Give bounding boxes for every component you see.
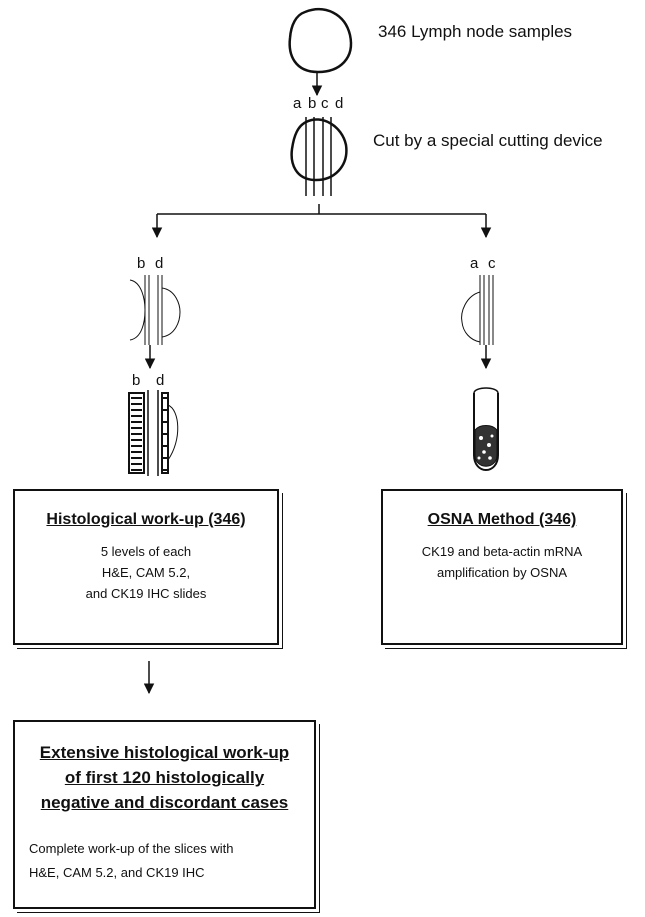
right-slices [461, 275, 494, 345]
extensive-box: Extensive histological work-up of first … [13, 720, 316, 909]
cut-letter-d: d [335, 95, 344, 112]
lymph-node-shape [288, 8, 353, 74]
histology-box-title: Histological work-up (346) [46, 511, 246, 528]
samples-label: 346 Lymph node samples [378, 22, 573, 41]
osna-line-2: amplification by OSNA [436, 565, 568, 580]
test-tube-icon [473, 387, 499, 471]
cut-node-shape [290, 118, 348, 182]
extensive-body-line-2: H&E, CAM 5.2, and CK19 IHC [29, 865, 205, 880]
right-branch-letter-c: c [488, 255, 496, 272]
histology-line-3: and CK19 IHC slides [85, 586, 207, 601]
left-branch-letter-b: b [137, 255, 146, 272]
slides-letter-b: b [132, 372, 141, 389]
left-slices [129, 275, 181, 345]
extensive-body-line-1: Complete work-up of the slices with [29, 841, 234, 856]
slides-letter-d: d [156, 372, 165, 389]
right-branch-letter-a: a [470, 255, 479, 272]
extensive-title-line-3: negative and discordant cases [40, 793, 289, 812]
cut-letter-c: c [321, 95, 329, 112]
histology-box: Histological work-up (346) 5 levels of e… [13, 489, 279, 645]
cut-letter-b: b [308, 95, 317, 112]
osna-line-1: CK19 and beta-actin mRNA [421, 544, 583, 559]
left-branch-letter-d: d [155, 255, 164, 272]
extensive-title-line-1: Extensive histological work-up [39, 743, 290, 762]
histology-line-2: H&E, CAM 5.2, [101, 565, 191, 580]
histology-line-1: 5 levels of each [100, 544, 192, 559]
left-slide-stack [128, 390, 179, 476]
cut-letter-a: a [293, 95, 302, 112]
osna-box-title: OSNA Method (346) [427, 511, 577, 528]
cut-label: Cut by a special cutting device [373, 131, 603, 150]
osna-box: OSNA Method (346) CK19 and beta-actin mR… [381, 489, 623, 645]
extensive-title-line-2: of first 120 histologically [64, 768, 265, 787]
